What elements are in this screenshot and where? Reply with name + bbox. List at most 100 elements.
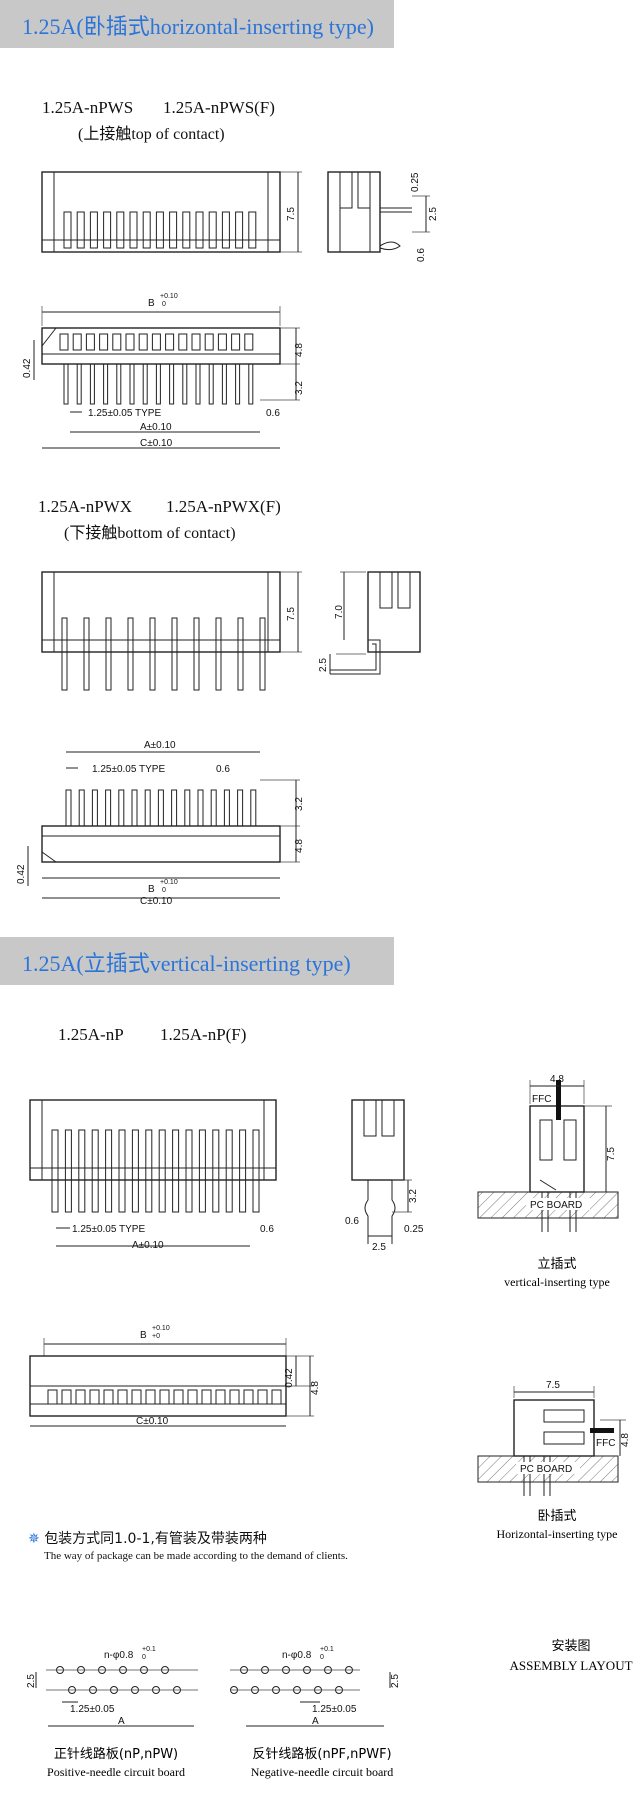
solder-tail: [131, 789, 138, 827]
pwx-top-dim-042: 0.42: [16, 864, 27, 884]
horizontal-section-title: 1.25A(卧插式horizontal-inserting type): [22, 14, 374, 39]
pws-c-dim: C±0.10: [140, 438, 173, 449]
contact-pin: [89, 211, 98, 249]
package-note-en: The way of package can be made according…: [44, 1550, 348, 1562]
svg-text:0: 0: [320, 1654, 324, 1661]
pcb-positive-side: 2.5: [26, 1674, 37, 1688]
pws-side-view: 0.25 2.5 0.6: [327, 171, 439, 262]
solder-tail: [221, 363, 227, 405]
pws-top-dim-042: 0.42: [22, 358, 33, 378]
assembly-title-en: ASSEMBLY LAYOUT: [509, 1658, 632, 1673]
contact-pin: [59, 333, 69, 351]
pwx-top-view: A±0.10 1.25±0.05 TYPE 0.6 3.2 4.8 0.42 B…: [16, 740, 305, 907]
contact-pin: [91, 1129, 99, 1213]
assembly-horizontal-width: 7.5: [546, 1380, 560, 1391]
assembly-horizontal-caption-en: Horizontal-inserting type: [497, 1527, 618, 1541]
contact-pin: [61, 617, 68, 691]
solder-tail: [91, 789, 98, 827]
solder-tail: [116, 363, 122, 405]
contact-pin: [187, 1389, 198, 1405]
contact-pin: [178, 333, 188, 351]
pws-b-dim: B: [148, 298, 155, 309]
contact-pin: [244, 333, 254, 351]
contact-pin: [47, 1389, 58, 1405]
pcb-positive-holes: n-φ0.8: [104, 1650, 134, 1661]
assembly-vertical-ffc: FFC: [532, 1094, 551, 1105]
contact-pin: [72, 333, 82, 351]
pwx-front-view: 7.5: [41, 571, 302, 691]
svg-text:0: 0: [162, 887, 166, 894]
vertical-section-title: 1.25A(立插式vertical-inserting type): [22, 951, 351, 976]
contact-pin: [103, 211, 112, 249]
pws-gap-dim: 0.6: [266, 408, 280, 419]
contact-pin: [259, 617, 266, 691]
contact-pin: [131, 1129, 139, 1213]
svg-text:+0.10: +0.10: [160, 293, 178, 300]
pwx-top-dim-48: 4.8: [294, 839, 305, 853]
assembly-vertical-width: 4.8: [550, 1074, 564, 1085]
contact-pin: [172, 1129, 180, 1213]
pcb-negative-caption-en: Negative-needle circuit board: [251, 1765, 394, 1779]
contact-pin: [64, 1129, 72, 1213]
solder-tail: [76, 363, 82, 405]
assembly-horizontal-board: PC BOARD: [520, 1464, 572, 1475]
contact-pin: [195, 211, 204, 249]
pcb-negative-a: A: [312, 1716, 319, 1727]
assembly-vertical-caption-en: vertical-inserting type: [504, 1275, 610, 1289]
contact-pin: [105, 1129, 113, 1213]
solder-tail: [182, 363, 188, 405]
contact-pin: [215, 1389, 226, 1405]
pws-pitch-dim: 1.25±0.05 TYPE: [88, 408, 161, 419]
np-side-dim-025: 0.25: [404, 1224, 424, 1235]
contact-pin: [129, 211, 138, 249]
contact-pin: [112, 333, 122, 351]
pwx-top-dim-32: 3.2: [294, 797, 305, 811]
contact-pin: [237, 617, 244, 691]
assembly-vertical-diagram: 4.8 FFC 7.5 PC BOARD: [477, 1074, 619, 1232]
solder-tail: [169, 363, 175, 405]
contact-pin: [248, 211, 257, 249]
pcb-negative-holes: n-φ0.8: [282, 1650, 312, 1661]
pwx-side-view: 7.0 2.5: [318, 571, 421, 675]
contact-pin: [63, 211, 72, 249]
pws-top-dim-48: 4.8: [294, 343, 305, 357]
pwx-note: (下接触bottom of contact): [64, 525, 236, 542]
pws-model-1: 1.25A-nPWS: [42, 98, 134, 117]
pwx-height-dim: 7.5: [286, 607, 297, 621]
solder-tail: [142, 363, 148, 405]
np-top-view: B +0.10 +0 0.42 4.8 C±0.10: [29, 1325, 321, 1427]
np-side-dim-25: 2.5: [372, 1242, 386, 1253]
vertical-section-banner: 1.25A(立插式vertical-inserting type): [0, 937, 394, 985]
pcb-positive-diagram: n-φ0.8 +0.1 0 2.5 1.25±0.05 A: [26, 1646, 198, 1727]
pcb-positive-caption-en: Positive-needle circuit board: [47, 1765, 185, 1779]
contact-pin: [155, 211, 164, 249]
contact-pin: [231, 333, 241, 351]
contact-pin: [159, 1389, 170, 1405]
pcb-negative-diagram: n-φ0.8 +0.1 0 2.5 1.25±0.05 A: [230, 1646, 401, 1727]
contact-pin: [151, 333, 161, 351]
np-b-dim: B: [140, 1330, 147, 1341]
contact-pin: [131, 1389, 142, 1405]
assembly-title-cn: 安装图: [551, 1639, 590, 1654]
contact-pin: [217, 333, 227, 351]
svg-text:+0.1: +0.1: [142, 1646, 156, 1653]
contact-pin: [215, 617, 222, 691]
contact-pin: [138, 333, 148, 351]
svg-text:0: 0: [162, 301, 166, 308]
svg-text:0: 0: [142, 1654, 146, 1661]
pws-front-view: 7.5: [41, 171, 302, 253]
pwx-side-dim-25: 2.5: [318, 658, 329, 672]
contact-pin: [171, 617, 178, 691]
np-side-dim-06: 0.6: [345, 1216, 359, 1227]
pws-side-dim-1: 0.25: [410, 172, 421, 192]
pws-height-dim: 7.5: [286, 207, 297, 221]
solder-tail: [157, 789, 164, 827]
contact-pin: [89, 1389, 100, 1405]
np-model-1: 1.25A-nP: [58, 1025, 124, 1044]
solder-tail: [105, 789, 112, 827]
solder-tail: [103, 363, 109, 405]
assembly-horizontal-height: 4.8: [620, 1433, 631, 1447]
assembly-vertical-caption-cn: 立插式: [537, 1257, 576, 1272]
pcb-negative-side: 2.5: [390, 1674, 401, 1688]
contact-pin: [76, 211, 85, 249]
